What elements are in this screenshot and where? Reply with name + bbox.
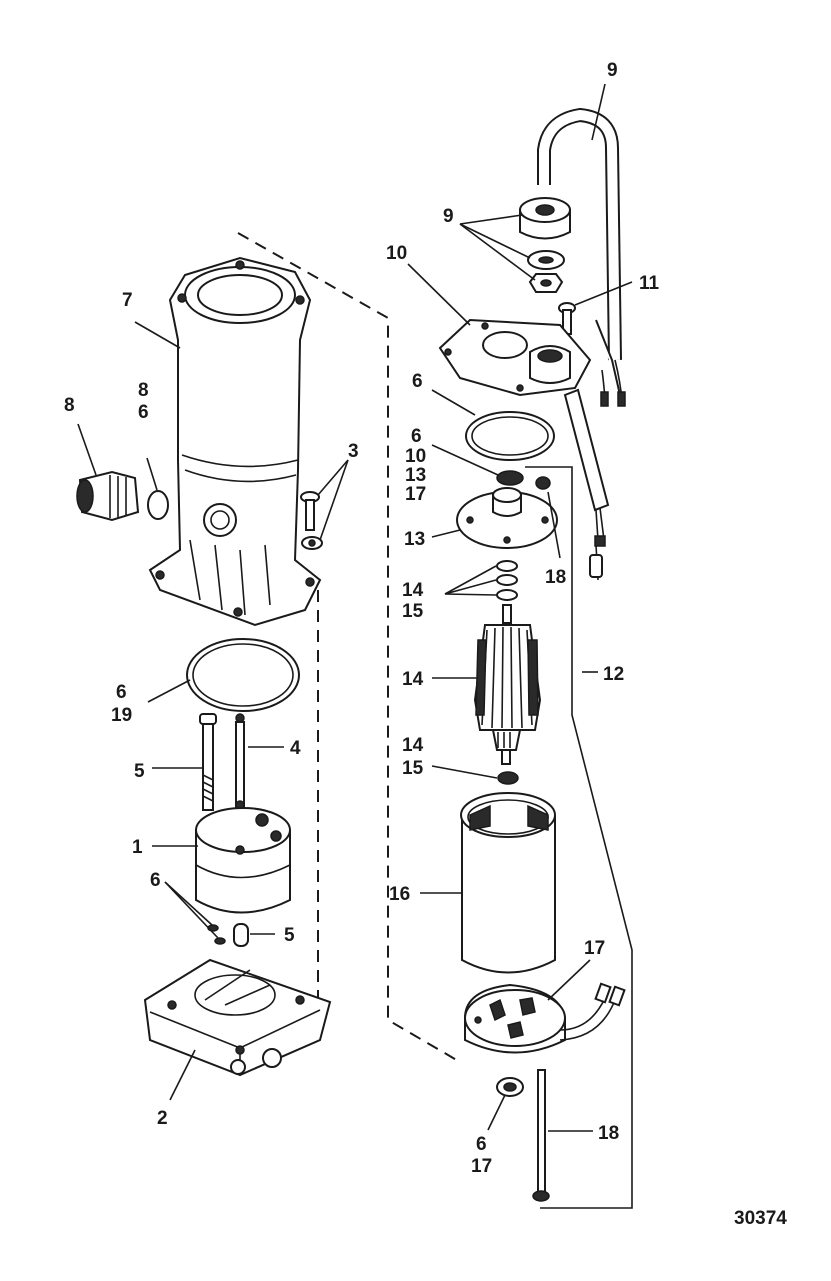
part-6-seal-b — [214, 937, 226, 945]
label-18-bushing: 18 — [545, 567, 566, 588]
label-3: 3 — [348, 441, 359, 462]
part-9-grommet — [519, 197, 571, 240]
wire-terminal-b — [617, 391, 626, 407]
part-3-bolt-washer — [300, 491, 323, 550]
label-13-plate: 13 — [404, 529, 425, 550]
label-17-lower-ring: 17 — [471, 1156, 492, 1177]
label-10-cap: 10 — [386, 243, 407, 264]
label-14-lower: 14 — [402, 735, 424, 756]
harness-sleeve — [563, 388, 610, 581]
part-14-armature — [473, 604, 542, 765]
label-17-seal-group: 17 — [405, 484, 426, 505]
part-6-cap-o-ring — [465, 411, 555, 461]
part-12-harness-line — [525, 466, 633, 1209]
label-9-tube: 9 — [607, 60, 618, 81]
part-5-pin — [233, 923, 249, 947]
label-9-grommet: 9 — [443, 206, 454, 227]
label-19: 19 — [111, 705, 132, 726]
label-15-lower: 15 — [402, 758, 424, 779]
part-5-bolt — [199, 713, 217, 811]
part-13-brush-plate — [456, 487, 558, 549]
part-18-through-bolt — [532, 1069, 550, 1202]
label-14-washers: 14 — [402, 580, 424, 601]
callout-labels: 7 8 6 8 3 6 19 5 4 1 6 5 2 9 9 10 11 6 6… — [64, 60, 787, 1229]
label-13-seal-group: 13 — [405, 465, 426, 486]
label-7: 7 — [122, 290, 133, 311]
part-6-19-o-ring — [186, 638, 300, 712]
label-6-ring: 6 — [116, 682, 127, 703]
part-16-motor-frame — [460, 792, 556, 974]
label-8-top: 8 — [138, 380, 149, 401]
part-8-fill-plug — [76, 470, 140, 522]
assembly-dashed-line-left — [237, 232, 461, 1063]
label-5-pin: 5 — [284, 925, 295, 946]
wire-terminal-a — [600, 391, 609, 407]
part-8-6-o-ring — [147, 490, 169, 520]
part-1-pump — [195, 807, 291, 914]
label-16: 16 — [389, 884, 410, 905]
label-10-seal-group: 10 — [405, 446, 426, 467]
label-17-end-frame: 17 — [584, 938, 605, 959]
part-4-rod — [235, 713, 245, 810]
part-18-bushing — [535, 476, 551, 490]
label-4: 4 — [290, 738, 301, 759]
label-6-seal-group: 6 — [411, 426, 422, 447]
label-5-bolt: 5 — [134, 761, 145, 782]
label-14-armature: 14 — [402, 669, 424, 690]
label-8: 8 — [64, 395, 75, 416]
label-2: 2 — [157, 1108, 168, 1129]
part-9-breather-tube — [537, 107, 622, 396]
part-10-end-cap — [438, 318, 592, 397]
label-11: 11 — [639, 273, 660, 294]
part-seal-6-10-13-17 — [496, 470, 524, 486]
label-6-lower-ring: 6 — [476, 1134, 487, 1155]
leader-lines — [77, 83, 633, 1132]
label-18-bolt: 18 — [598, 1123, 619, 1144]
part-7-cylinder-housing — [148, 256, 322, 627]
label-6-sub-8: 6 — [138, 402, 149, 423]
label-6-seals: 6 — [150, 870, 161, 891]
label-6-cap-ring: 6 — [412, 371, 423, 392]
label-1: 1 — [132, 837, 143, 858]
part-9-nut — [528, 273, 564, 293]
part-14-15-washer-a — [496, 560, 518, 572]
label-12: 12 — [603, 664, 624, 685]
figure-id: 30374 — [734, 1208, 787, 1229]
part-14-15-washer-lower — [497, 771, 519, 785]
label-15-washers: 15 — [402, 601, 424, 622]
part-14-15-washer-b — [496, 574, 518, 586]
part-2-manifold-base — [143, 958, 332, 1077]
part-17-end-frame — [464, 982, 626, 1054]
part-14-15-washer-c — [496, 589, 518, 601]
